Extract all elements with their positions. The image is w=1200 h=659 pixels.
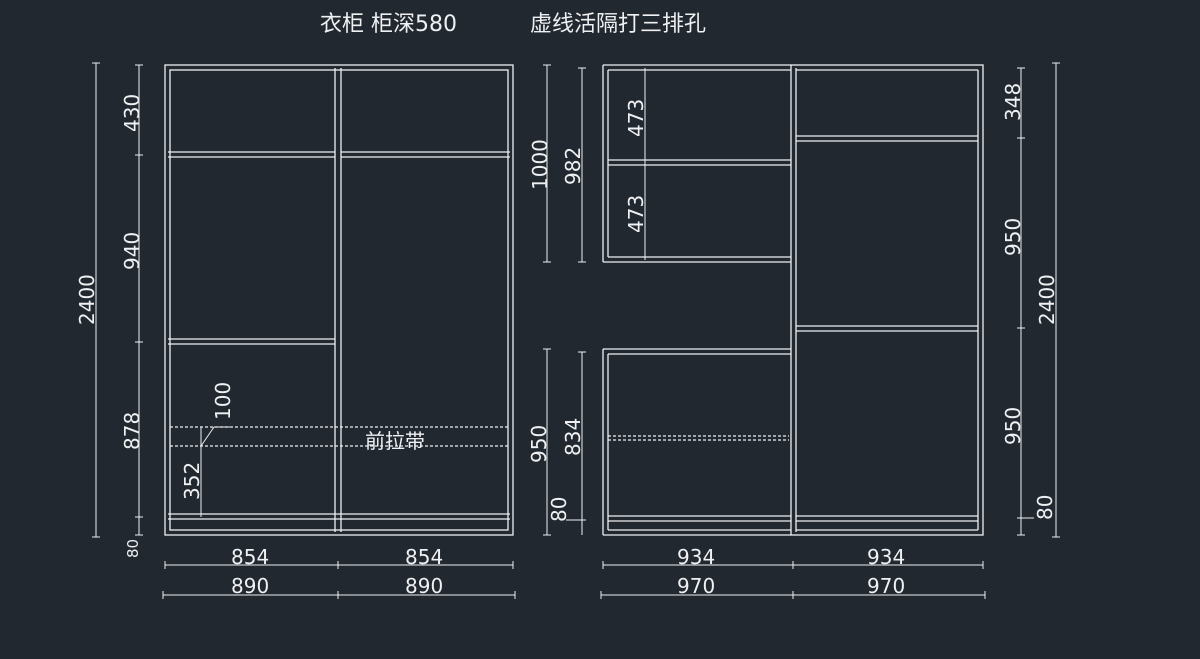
dim-473-b: 473 [624, 195, 648, 233]
dim-854-b: 854 [405, 545, 443, 569]
dim-80-right-a: 80 [547, 497, 571, 522]
dim-950-left: 950 [527, 425, 551, 463]
dim-tick-100 [200, 426, 215, 447]
left-section-dims: 430 940 878 80 [120, 64, 144, 558]
right-width-dims: 934 934 970 970 [600, 545, 986, 599]
dim-label-352: 352 [180, 462, 204, 500]
left-width-dims: 854 854 890 890 [162, 545, 516, 599]
left-cabinet-inner [169, 69, 509, 531]
dim-1000: 1000 [528, 139, 552, 190]
right-cabinet: 473 473 [602, 64, 984, 536]
dim-950-right-a: 950 [1001, 218, 1025, 256]
dim-890-a: 890 [231, 574, 269, 598]
dim-854-a: 854 [231, 545, 269, 569]
dim-834: 834 [561, 418, 585, 456]
dim-970-b: 970 [867, 574, 905, 598]
dim-934-b: 934 [867, 545, 905, 569]
dim-80-right-b: 80 [1033, 495, 1057, 520]
dim-2400-left: 2400 [75, 274, 99, 325]
left-total-height-dim: 2400 [75, 62, 100, 538]
title-right: 虚线活隔打三排孔 [530, 12, 706, 37]
dim-430: 430 [120, 94, 144, 132]
tie-rail-label: 前拉带 [365, 429, 425, 453]
dim-940: 940 [120, 232, 144, 270]
title-left: 衣柜 柜深580 [320, 12, 457, 37]
dim-982: 982 [561, 147, 585, 185]
right-right-dims: 348 950 950 80 2400 [1001, 62, 1060, 538]
dim-950-right-b: 950 [1001, 407, 1025, 445]
dim-970-a: 970 [677, 574, 715, 598]
right-tall-outer [790, 64, 984, 536]
dim-80-left: 80 [124, 539, 142, 558]
dim-label-100: 100 [211, 382, 235, 420]
dim-473-a: 473 [624, 99, 648, 137]
dim-890-b: 890 [405, 574, 443, 598]
dim-934-a: 934 [677, 545, 715, 569]
right-left-dims: 1000 982 950 834 80 [527, 64, 586, 536]
left-cabinet: 100 352 前拉带 [164, 64, 514, 536]
left-cabinet-outer [164, 64, 514, 536]
dim-2400-right: 2400 [1035, 274, 1059, 325]
dim-348: 348 [1001, 83, 1025, 121]
dim-878: 878 [120, 412, 144, 450]
